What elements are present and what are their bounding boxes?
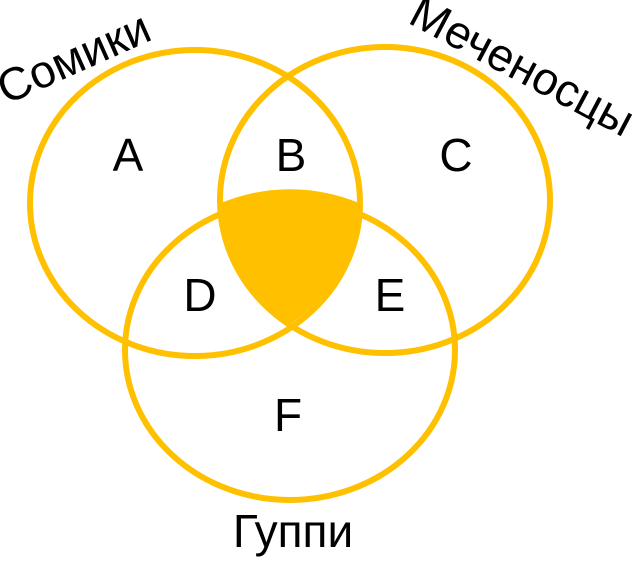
region-label-d: D [183, 269, 216, 321]
region-label-a: A [113, 129, 144, 181]
region-label-c: C [439, 129, 472, 181]
circle-mechenostsy [217, 44, 553, 356]
set-label-guppi: Гуппи [233, 505, 353, 557]
circle-somiki [27, 47, 363, 359]
set-label-mechenostsy: Меченосцы [402, 0, 636, 147]
region-label-f: F [274, 389, 302, 441]
region-label-b: B [276, 129, 307, 181]
region-label-e: E [375, 269, 406, 321]
circle-guppi [122, 197, 458, 503]
